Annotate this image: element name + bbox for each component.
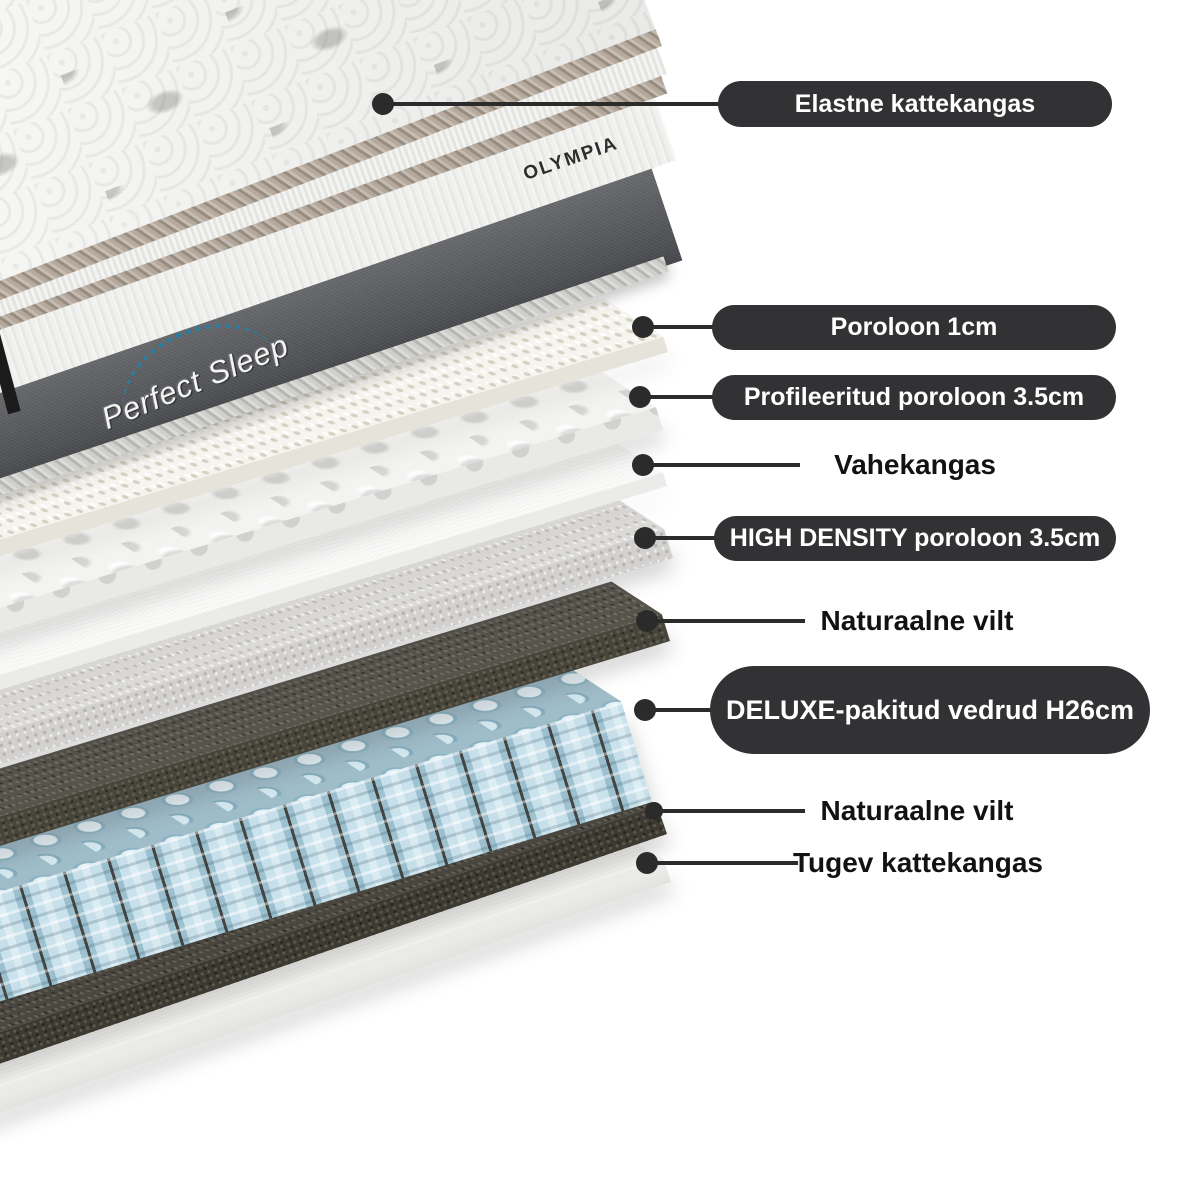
connector-line <box>647 619 805 623</box>
connector-line <box>654 809 805 813</box>
label-pill: Elastne kattekangas <box>718 81 1112 127</box>
connector-line <box>643 463 800 467</box>
label-text: Naturaalne vilt <box>820 795 1014 826</box>
connector-line <box>645 536 718 540</box>
connector-line <box>643 325 716 329</box>
label-pill: HIGH DENSITY poroloon 3.5cm <box>714 516 1116 561</box>
label-text: Tugev kattekangas <box>792 847 1044 878</box>
connector-line <box>383 102 722 106</box>
connector-line <box>647 861 798 865</box>
connector-line <box>640 395 716 399</box>
label-pill: Profileeritud poroloon 3.5cm <box>712 375 1116 420</box>
connector-line <box>645 708 714 712</box>
label-text: Naturaalne vilt <box>820 605 1014 636</box>
label-pill: DELUXE-pakitud vedrud H26cm <box>710 666 1150 754</box>
brand-text: OLYMPIA <box>520 132 621 185</box>
label-pill: Poroloon 1cm <box>712 305 1116 350</box>
label-text: Vahekangas <box>834 449 996 480</box>
